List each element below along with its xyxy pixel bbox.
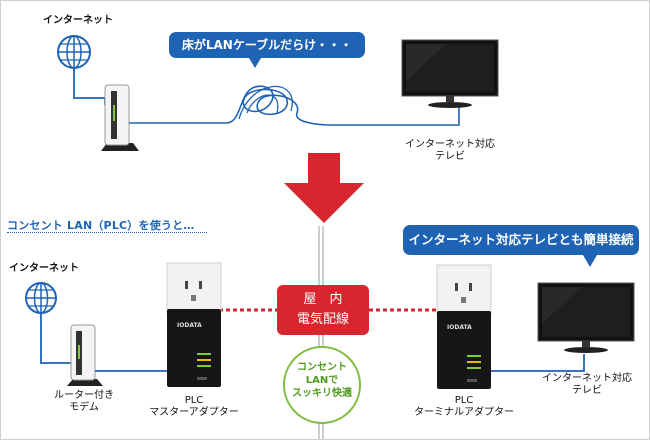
- cable-internet-bottom: [40, 313, 71, 364]
- tangled-lan-cable: [129, 85, 460, 126]
- brand-master: IODATA: [177, 322, 202, 329]
- cable-internet-top: [73, 68, 106, 105]
- terminal-label-line1: PLC: [454, 395, 474, 406]
- router-label-line2: モデム: [69, 402, 99, 413]
- tv-label-bottom-line2: テレビ: [572, 385, 602, 396]
- indoor-wiring-box: 屋 内 電気配線: [277, 285, 369, 335]
- tv-label-top-line2: テレビ: [435, 151, 465, 162]
- tv-top: [401, 39, 499, 108]
- wiring-line2: 電気配線: [296, 312, 349, 327]
- globe-icon-bottom: [25, 282, 57, 314]
- globe-icon-top: [57, 35, 91, 69]
- cable-terminal-tv: [491, 354, 585, 372]
- tv-label-bottom: インターネット対応 テレビ: [539, 373, 635, 397]
- tv-label-top-line1: インターネット対応: [405, 139, 495, 150]
- plc-master-adapter: [166, 262, 222, 387]
- terminal-adapter-label: PLC ターミナルアダプター: [405, 395, 523, 419]
- plc-terminal-adapter: [436, 264, 492, 389]
- plc-heading: コンセント LAN（PLC）を使うと…: [7, 219, 195, 232]
- outlet-lan-badge: コンセント LANで スッキリ快適: [283, 346, 361, 424]
- tv-label-top: インターネット対応 テレビ: [405, 139, 495, 163]
- outlet-line2: LANで: [305, 375, 339, 386]
- tv-label-bottom-line1: インターネット対応: [542, 373, 632, 384]
- internet-label-bottom: インターネット: [9, 263, 79, 274]
- tv-bottom: [537, 282, 635, 353]
- down-arrow-icon: [284, 153, 364, 223]
- brand-terminal: IODATA: [447, 324, 472, 331]
- router-top: [101, 84, 139, 151]
- wiring-line1: 屋 内: [303, 292, 343, 307]
- easy-connect-callout: インターネット対応テレビとも簡単接続: [403, 225, 639, 267]
- tangled-cable-callout: 床がLANケーブルだらけ・・・: [169, 32, 365, 68]
- outlet-line1: コンセント: [297, 362, 347, 373]
- internet-label-top: インターネット: [43, 15, 113, 26]
- master-label-line1: PLC: [184, 395, 204, 406]
- router-label: ルーター付き モデム: [49, 390, 119, 414]
- outlet-line3: スッキリ快適: [292, 388, 352, 399]
- master-adapter-label: PLC マスターアダプター: [141, 395, 247, 419]
- plc-heading-underline: [7, 232, 207, 233]
- terminal-label-line2: ターミナルアダプター: [414, 407, 514, 418]
- router-label-line1: ルーター付き: [54, 390, 114, 401]
- router-bottom: [67, 324, 103, 386]
- master-label-line2: マスターアダプター: [149, 407, 239, 418]
